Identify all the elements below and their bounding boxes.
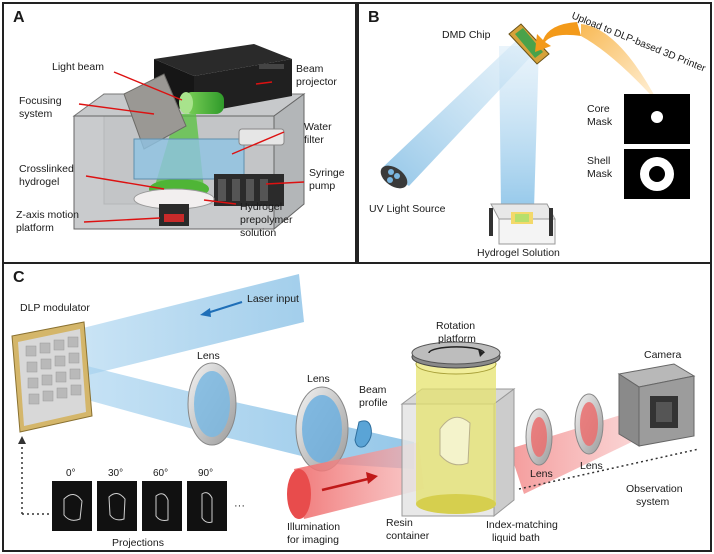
index-matching-label-1: Index-matching: [486, 519, 558, 531]
panel-c: C: [2, 262, 712, 552]
lens-3-label: Lens: [530, 468, 553, 480]
rotation-platform: [411, 341, 501, 369]
projection-90: [187, 481, 227, 531]
lens-1-label: Lens: [197, 350, 220, 362]
lens-2: [295, 386, 349, 472]
beam-profile-label-1: Beam: [359, 384, 387, 396]
focusing-system-label-1: Focusing: [19, 95, 62, 107]
shell-mask-label-1: Shell: [587, 155, 610, 167]
hydrogel-container: [489, 203, 556, 245]
resin-container: [415, 353, 497, 514]
camera: [617, 363, 696, 447]
beam-profile-shape: [354, 420, 372, 448]
water-filter: [133, 138, 245, 180]
lens-1: [187, 362, 237, 446]
syringe-pump-label-2: pump: [309, 180, 335, 192]
observation-label-1: Observation: [626, 483, 683, 495]
dlp-modulator: [11, 321, 93, 433]
syringe-pump-label-1: Syringe: [309, 167, 345, 179]
core-mask-label-2: Mask: [587, 116, 613, 128]
focusing-mirror: [123, 73, 187, 150]
panel-c-illustration: DLP modulator Laser input Lens Lens Beam…: [11, 274, 700, 549]
crosslinked-hydrogel-label-2: hydrogel: [19, 176, 59, 188]
panel-b: B: [357, 2, 712, 264]
water-filter-label-1: Water: [304, 121, 332, 133]
imaging-beam: [509, 414, 644, 494]
index-matching-label-2: liquid bath: [492, 532, 540, 544]
more-projections: ···: [234, 500, 245, 512]
panel-a-illustration: Light beam Beam projector Focusing syste…: [16, 44, 345, 239]
projection-thumbnails: [52, 481, 227, 531]
rotation-label-1: Rotation: [436, 320, 475, 332]
focusing-system-label-2: system: [19, 108, 53, 120]
angle-60: 60°: [153, 468, 168, 479]
angle-30: 30°: [108, 468, 123, 479]
angle-0: 0°: [66, 468, 76, 479]
angle-90: 90°: [198, 468, 213, 479]
crosslinked-hydrogel-label-1: Crosslinked: [19, 163, 74, 175]
uv-light-source: [380, 165, 408, 189]
laser-input-beam: [59, 274, 304, 379]
panel-b-illustration: DMD Chip Upload to DLP-based 3D Printer …: [369, 11, 708, 259]
panel-a-label: A: [13, 9, 25, 26]
panel-b-label: B: [368, 9, 380, 26]
projection-60: [142, 481, 182, 531]
lens-4-label: Lens: [580, 460, 603, 472]
observation-axis: [518, 448, 700, 490]
lens-2-label: Lens: [307, 373, 330, 385]
camera-label: Camera: [644, 349, 682, 361]
uv-source-label: UV Light Source: [369, 203, 446, 215]
water-filter-label-2: filter: [304, 134, 324, 146]
illumination-arrow: [366, 472, 378, 484]
illumination-label-2: for imaging: [287, 534, 339, 546]
projection-30: [97, 481, 137, 531]
panel-c-label: C: [13, 269, 25, 286]
lens-4: [574, 393, 604, 455]
dmd-chip-label: DMD Chip: [442, 29, 491, 41]
laser-arrow: [200, 308, 211, 317]
lens-3: [525, 408, 553, 466]
projection-0: [52, 481, 92, 531]
printed-object: [439, 416, 471, 466]
shell-mask-label-2: Mask: [587, 168, 613, 180]
syringe-pump: [214, 128, 285, 206]
beam-profile-label-2: profile: [359, 397, 388, 409]
prepolymer-label-3: solution: [240, 227, 276, 239]
panel-a: A: [2, 2, 357, 264]
upload-arrow: [535, 22, 581, 52]
resin-label-1: Resin: [386, 517, 413, 529]
resin-label-2: container: [386, 530, 430, 542]
prepolymer-label-2: prepolymer: [240, 214, 293, 226]
hydrogel-solution-label: Hydrogel Solution: [477, 247, 560, 259]
z-axis-label-2: platform: [16, 222, 54, 234]
beam-projector-label-1: Beam: [296, 63, 324, 75]
dlp-modulator-label: DLP modulator: [20, 302, 90, 314]
illumination-label-1: Illumination: [287, 521, 340, 533]
prepolymer-label-1: Hydrogel: [240, 201, 282, 213]
z-axis-platform: [133, 188, 215, 226]
light-beam-label: Light beam: [52, 61, 104, 73]
beam-projector-label-2: projector: [296, 76, 337, 88]
laser-input-label: Laser input: [247, 293, 299, 305]
uv-beam: [381, 38, 537, 186]
upload-label: Upload to DLP-based 3D Printer: [570, 11, 708, 75]
core-mask-label-1: Core: [587, 103, 610, 115]
z-axis-label-1: Z-axis motion: [16, 209, 79, 221]
rotation-label-2: platform: [438, 333, 476, 345]
observation-label-2: system: [636, 496, 670, 508]
projections-label: Projections: [112, 537, 164, 549]
projected-beam: [499, 46, 539, 209]
projection-beam: [79, 364, 414, 469]
